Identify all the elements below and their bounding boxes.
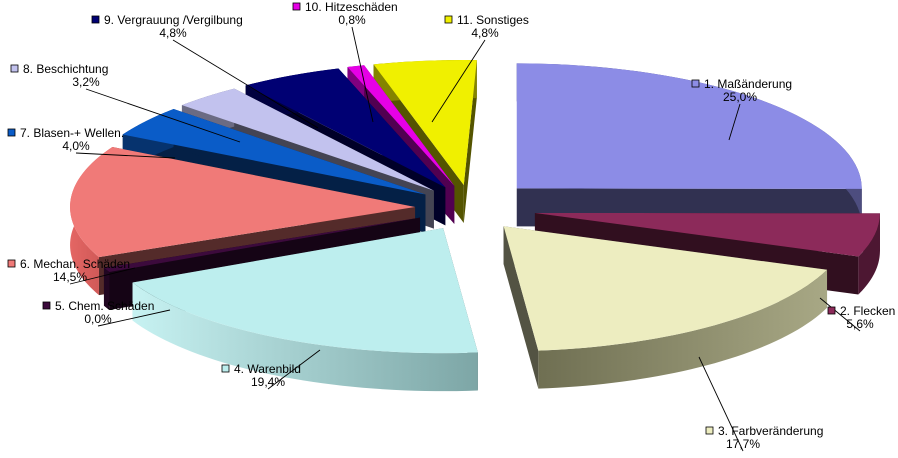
legend-marker-4: [221, 364, 230, 373]
legend-marker-7: [7, 128, 16, 137]
legend-marker-2: [827, 306, 836, 315]
slice-3: [503, 226, 828, 389]
leader-line-3: [698, 356, 744, 452]
slice-4: [132, 228, 478, 392]
slice-percent-4: 19,4%: [251, 375, 285, 389]
slice-name-4: 4. Warenbild: [234, 362, 301, 376]
leader-line-6: [69, 267, 136, 285]
leader-line-8: [85, 88, 241, 143]
slice-name-3: 3. Farbveränderung: [718, 424, 823, 438]
slice-1: [516, 63, 862, 227]
slice-name-11: 11. Sonstiges: [457, 13, 529, 27]
slice-percent-7: 4,0%: [62, 139, 90, 153]
slice-name-5: 5. Chem. Schäden: [55, 299, 154, 313]
slice-name-2: 2. Flecken: [840, 304, 895, 318]
legend-marker-1: [691, 79, 700, 88]
pie-slices: [70, 60, 880, 392]
legend-marker-6: [7, 259, 16, 268]
slice-percent-3: 17,7%: [726, 437, 760, 451]
legend-marker-3: [705, 426, 714, 435]
slice-percent-11: 4,8%: [471, 26, 499, 40]
slice-name-7: 7. Blasen-+ Wellen.: [20, 126, 124, 140]
slice-name-10: 10. Hitzeschäden: [305, 0, 398, 14]
leader-line-7: [75, 152, 176, 159]
slice-name-1: 1. Maßänderung: [704, 77, 792, 91]
legend-marker-10: [292, 2, 301, 11]
slice-percent-2: 5,6%: [846, 317, 874, 331]
leader-line-11: [431, 39, 486, 123]
slice-name-8: 8. Beschichtung: [23, 62, 108, 76]
legend-marker-11: [444, 15, 453, 24]
leader-line-9: [172, 39, 319, 129]
slice-percent-5: 0,0%: [84, 312, 112, 326]
slice-percent-6: 14,5%: [53, 270, 87, 284]
leader-line-4: [267, 349, 321, 390]
leader-lines: [69, 26, 861, 452]
leader-line-5: [97, 309, 171, 327]
legend-marker-5: [42, 301, 51, 310]
leader-line-2: [819, 297, 861, 332]
legend-marker-9: [91, 15, 100, 24]
slice-percent-1: 25,0%: [723, 90, 757, 104]
slice-percent-10: 0,8%: [338, 13, 366, 27]
label-group-7: 7. Blasen-+ Wellen.4,0%: [7, 126, 124, 153]
slice-percent-8: 3,2%: [72, 75, 100, 89]
leader-line-1: [728, 103, 741, 141]
slice-name-9: 9. Vergrauung /Vergilbung: [104, 13, 243, 27]
leader-line-10: [351, 26, 374, 123]
slice-percent-9: 4,8%: [159, 26, 187, 40]
legend-marker-8: [10, 64, 19, 73]
slice-name-6: 6. Mechan. Schäden: [20, 257, 130, 271]
